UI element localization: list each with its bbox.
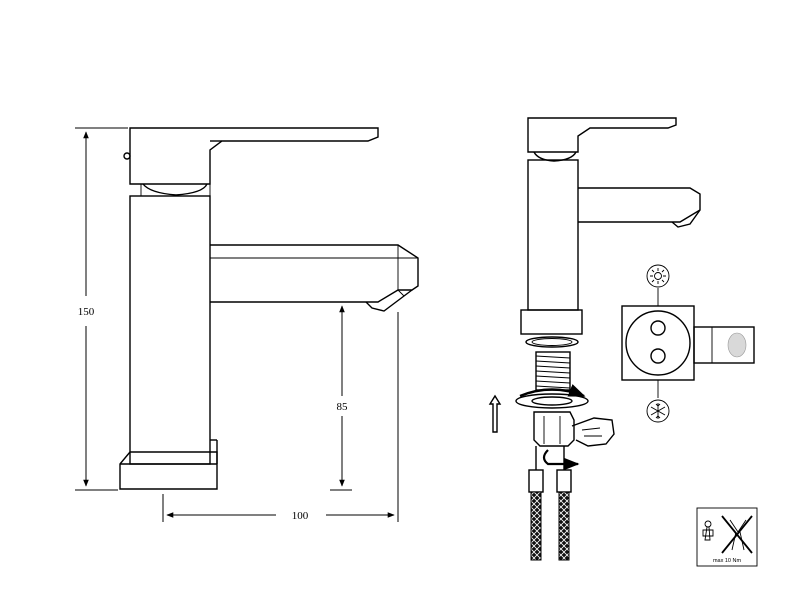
tighten-arrow-icon bbox=[542, 449, 580, 471]
connection-hoses bbox=[528, 446, 572, 561]
dim-label-150: 150 bbox=[78, 306, 95, 318]
lever-pin bbox=[123, 152, 131, 160]
no-pliers-icon bbox=[721, 515, 753, 554]
dim-label-85: 85 bbox=[337, 401, 349, 413]
fixing-nut bbox=[533, 411, 575, 447]
cartridge-top-view bbox=[621, 288, 755, 398]
threaded-stud bbox=[535, 351, 571, 391]
torque-warning-box: max 10 Nm bbox=[696, 507, 758, 567]
dimension-total-height: 150 bbox=[75, 127, 128, 491]
lever-handle bbox=[129, 127, 379, 185]
assembly-lever bbox=[527, 117, 677, 153]
assembly-base bbox=[520, 309, 583, 335]
faucet-body bbox=[129, 195, 211, 465]
dimension-spout-height: 85 bbox=[330, 305, 352, 491]
faucet-assembly-view bbox=[515, 117, 701, 561]
aerator bbox=[365, 289, 413, 312]
cartridge-dome bbox=[142, 183, 208, 196]
dimension-spout-reach: 100 bbox=[162, 312, 399, 522]
hot-water-sun-icon bbox=[646, 264, 670, 288]
base-plate bbox=[119, 451, 218, 490]
cold-water-snowflake-icon bbox=[646, 399, 670, 423]
assembly-spout bbox=[578, 187, 701, 223]
spout bbox=[210, 244, 419, 303]
rotation-arrow-icon bbox=[519, 384, 586, 398]
up-arrow-icon bbox=[488, 394, 502, 433]
faucet-side-view bbox=[119, 127, 419, 490]
assembly-body bbox=[527, 159, 579, 311]
wrench-icon bbox=[702, 520, 714, 541]
torque-note: max 10 Nm bbox=[713, 558, 742, 564]
gasket bbox=[525, 336, 579, 348]
fixing-nut-ring bbox=[515, 393, 589, 409]
dim-label-100: 100 bbox=[292, 510, 309, 522]
hand-icon bbox=[571, 417, 615, 447]
